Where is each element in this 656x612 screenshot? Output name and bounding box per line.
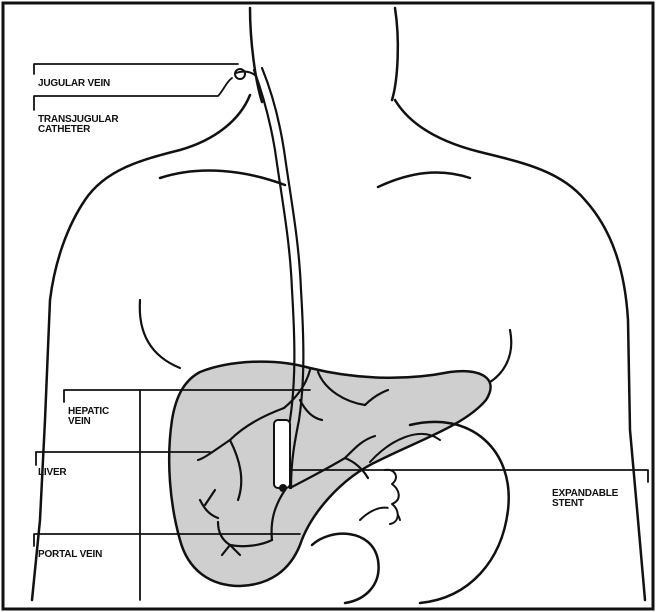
label-hepatic-vein-line2: VEIN xyxy=(68,416,91,427)
label-jugular-vein: JUGULAR VEIN xyxy=(38,78,110,89)
label-expandable-stent-line2: STENT xyxy=(552,498,584,509)
expandable-stent xyxy=(274,420,290,492)
label-portal-vein: PORTAL VEIN xyxy=(38,549,102,560)
label-liver: LIVER xyxy=(38,467,67,478)
leader-lines xyxy=(34,64,648,600)
label-transjugular-catheter-line2: CATHETER xyxy=(38,124,91,135)
bowel-loop xyxy=(312,534,379,603)
liver-organ xyxy=(169,362,490,586)
diagram-frame xyxy=(3,3,653,609)
